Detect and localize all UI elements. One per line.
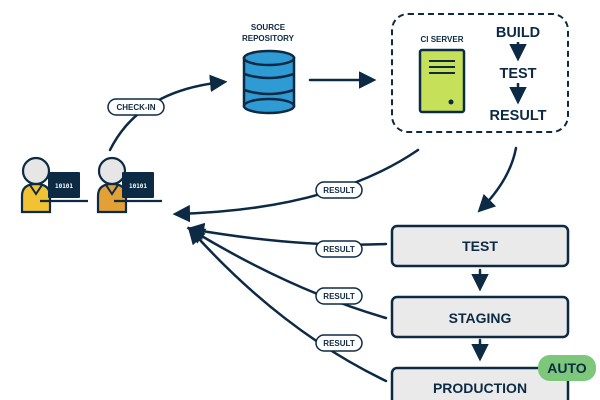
laptop-2-code: 10101 <box>129 183 147 190</box>
ci-step-build: BUILD <box>496 25 540 41</box>
ci-result-pill-label: RESULT <box>323 186 355 195</box>
ci-server-box: CI SERVER BUILD TEST RESULT <box>391 13 569 133</box>
developer-2: 10101 <box>96 156 162 214</box>
stage-staging: STAGING <box>390 295 570 339</box>
connectors <box>108 71 518 383</box>
auto-badge-label: AUTO <box>547 360 587 376</box>
repository-label-line2: REPOSITORY <box>242 34 295 43</box>
production-result-pill: RESULT <box>315 334 363 352</box>
stage-staging-label: STAGING <box>449 310 512 326</box>
production-result-arrow <box>187 226 388 383</box>
checkin-arrow <box>108 74 228 152</box>
staging-result-pill: RESULT <box>315 287 363 305</box>
checkin-pill: CHECK-IN <box>107 98 165 116</box>
checkin-pill-label: CHECK-IN <box>116 103 155 112</box>
test-result-pill: RESULT <box>315 240 363 258</box>
source-repository: SOURCE REPOSITORY <box>242 23 296 115</box>
server-icon <box>418 48 466 114</box>
test-result-arrow <box>186 222 388 246</box>
stage-test: TEST <box>390 224 570 268</box>
developer-2-body <box>96 182 128 214</box>
stage-test-label: TEST <box>462 238 498 254</box>
staging-result-pill-label: RESULT <box>323 292 355 301</box>
developer-1-body <box>20 182 52 214</box>
laptop-icon: 10101 <box>114 172 162 203</box>
ci-to-test-arrow <box>477 146 518 213</box>
laptop-icon: 10101 <box>40 172 88 203</box>
ci-step-result: RESULT <box>490 108 547 124</box>
test-result-pill-label: RESULT <box>323 245 355 254</box>
staging-result-arrow <box>187 227 388 320</box>
developer-1: 10101 <box>20 156 88 214</box>
ci-result-pill: RESULT <box>315 181 363 199</box>
stage-production: PRODUCTION <box>390 366 570 400</box>
stage-production-label: PRODUCTION <box>433 380 527 396</box>
repository-label-line1: SOURCE <box>251 23 286 32</box>
developer-2-head <box>97 156 127 186</box>
ci-step-test: TEST <box>499 66 536 82</box>
auto-badge: AUTO <box>538 355 596 381</box>
production-result-pill-label: RESULT <box>323 339 355 348</box>
developer-1-head <box>21 156 51 186</box>
laptop-1-code: 10101 <box>55 183 73 190</box>
ci-result-arrow <box>172 148 420 223</box>
ci-server-label: CI SERVER <box>421 35 464 44</box>
database-icon <box>242 49 296 115</box>
